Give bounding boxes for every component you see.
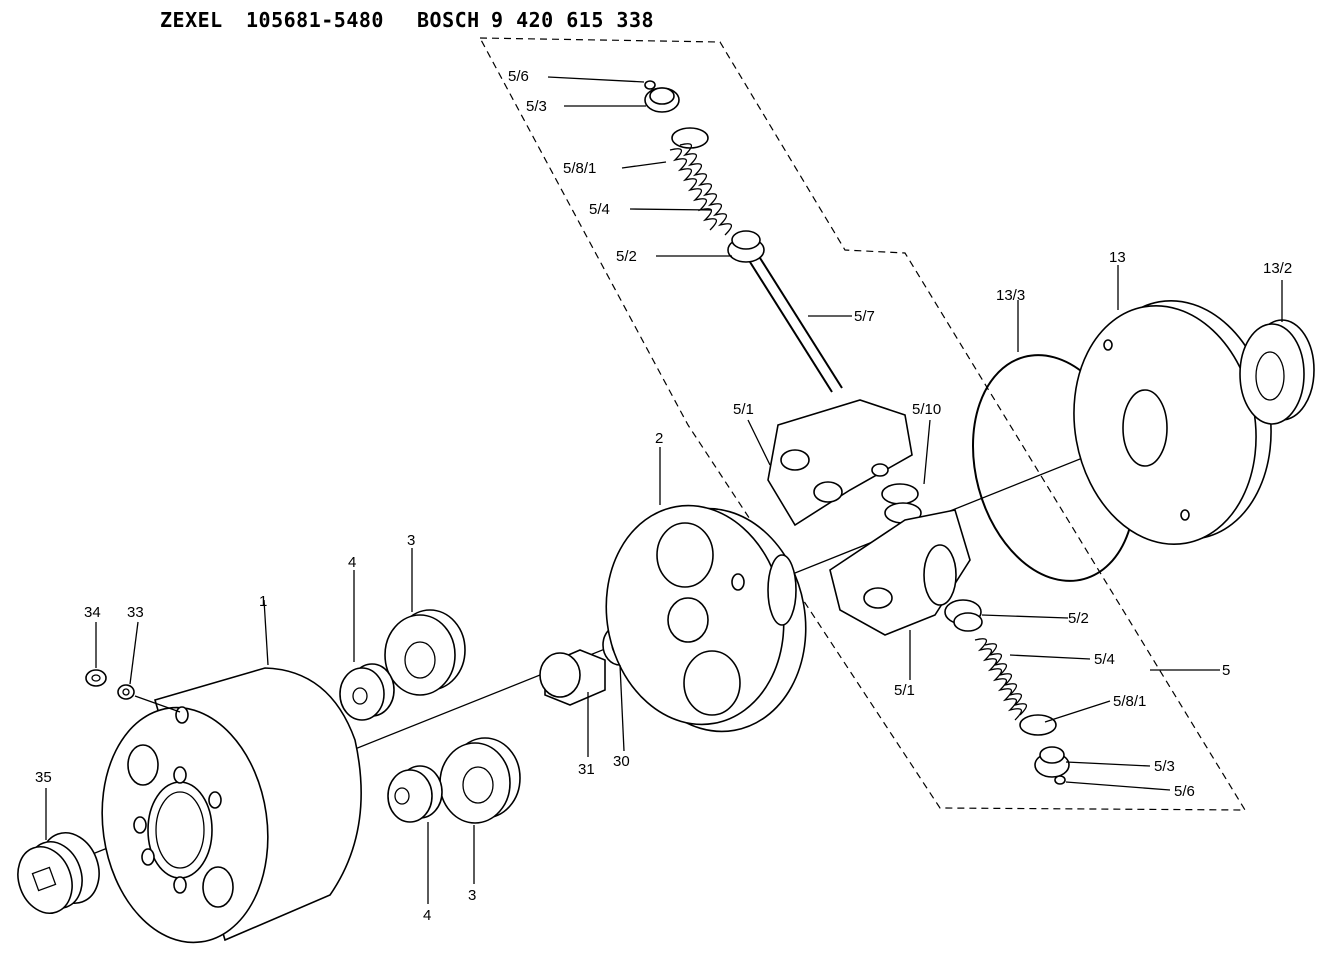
- label-5-4-bottom: 5/4: [1094, 651, 1115, 668]
- spacer-part-5-10: [881, 483, 922, 524]
- label-13-2: 13/2: [1263, 260, 1292, 277]
- label-30: 30: [613, 753, 630, 770]
- label-5-2-top: 5/2: [616, 248, 637, 265]
- label-5-1-top: 5/1: [733, 401, 754, 418]
- piston-part-3-lower: [439, 737, 521, 824]
- label-1: 1: [259, 593, 267, 610]
- label-13: 13: [1109, 249, 1126, 266]
- fitting-part-31: [539, 649, 606, 706]
- header-brand-zexel: ZEXEL: [160, 8, 223, 32]
- piston-part-4-upper: [339, 663, 395, 721]
- piston-part-3-upper: [384, 609, 466, 696]
- label-5-2-bottom: 5/2: [1068, 610, 1089, 627]
- label-5-6-top: 5/6: [508, 68, 529, 85]
- label-5-3-top: 5/3: [526, 98, 547, 115]
- label-5-3-bottom: 5/3: [1154, 758, 1175, 775]
- label-5-1-bottom: 5/1: [894, 682, 915, 699]
- cam-plate-part-2: [605, 504, 807, 733]
- screw-part-34: [85, 669, 107, 687]
- plug-part-35: [17, 832, 100, 914]
- label-33: 33: [127, 604, 144, 621]
- label-34: 34: [84, 604, 101, 621]
- header-zexel-code: 105681-5480: [246, 8, 384, 32]
- label-5-10: 5/10: [912, 401, 941, 418]
- valve-block-part-5-1-lower: [829, 509, 971, 636]
- seal-part-13-2: [1239, 319, 1315, 425]
- cover-part-13: [1073, 299, 1272, 546]
- piston-part-4-lower: [387, 765, 443, 823]
- washer-part-33: [117, 684, 135, 700]
- header-brand-bosch: BOSCH: [417, 8, 480, 32]
- assembly-5-boundary: [479, 37, 1247, 811]
- label-5-6-bottom: 5/6: [1174, 783, 1195, 800]
- leader-lines: [45, 76, 1283, 904]
- valve-assembly-upper: [644, 80, 843, 393]
- label-3-bottom: 3: [468, 887, 476, 904]
- label-4-top: 4: [348, 554, 356, 571]
- label-5-7: 5/7: [854, 308, 875, 325]
- label-5-4-top: 5/4: [589, 201, 610, 218]
- label-2: 2: [655, 430, 663, 447]
- label-35: 35: [35, 769, 52, 786]
- label-5-8-1-top: 5/8/1: [563, 160, 596, 177]
- label-3-top: 3: [407, 532, 415, 549]
- label-31: 31: [578, 761, 595, 778]
- label-5: 5: [1222, 662, 1230, 679]
- label-5-8-1-bottom: 5/8/1: [1113, 693, 1146, 710]
- housing-part-1: [101, 667, 362, 944]
- part-labels: 5/6 5/3 5/8/1 5/4 5/2 5/7 5/1 5/10 13/3 …: [35, 68, 1292, 924]
- header-bosch-code: 9 420 615 338: [491, 8, 655, 32]
- label-13-3: 13/3: [996, 287, 1025, 304]
- valve-block-part-5-1-upper: [767, 399, 913, 527]
- label-4-bottom: 4: [423, 907, 431, 924]
- valve-assembly-lower: [944, 599, 1070, 785]
